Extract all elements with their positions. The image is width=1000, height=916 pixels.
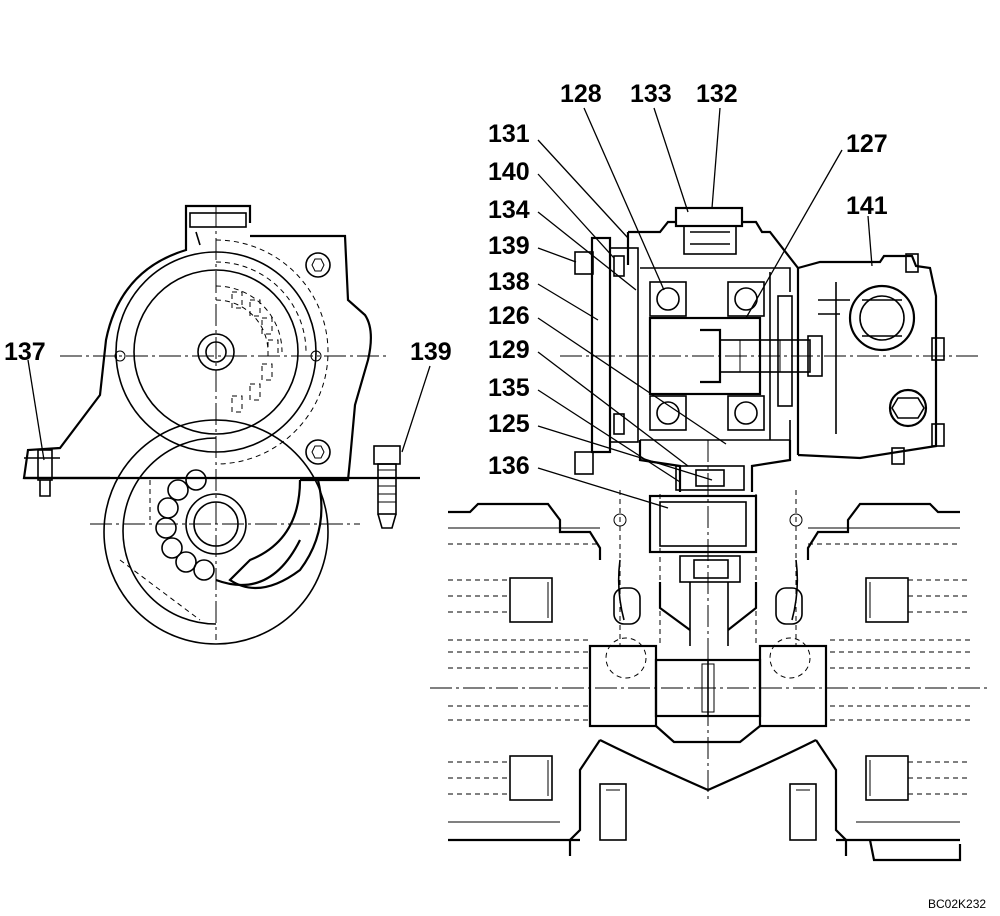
- callout-141: 141: [846, 192, 888, 220]
- callout-131: 131: [488, 120, 530, 148]
- callout-140: 140: [488, 158, 530, 186]
- left-view: [22, 204, 420, 645]
- right-view: [430, 206, 990, 862]
- callout-135: 135: [488, 374, 530, 402]
- callout-129: 129: [488, 336, 530, 364]
- callout-139-right: 139: [488, 232, 530, 260]
- callout-137: 137: [4, 338, 46, 366]
- callout-133: 133: [630, 80, 672, 108]
- callout-127: 127: [846, 130, 888, 158]
- callout-128: 128: [560, 80, 602, 108]
- callout-138: 138: [488, 268, 530, 296]
- callout-132: 132: [696, 80, 738, 108]
- callout-125: 125: [488, 410, 530, 438]
- callout-136: 136: [488, 452, 530, 480]
- drawing-code: BC02K232: [928, 897, 986, 911]
- callout-139-left: 139: [410, 338, 452, 366]
- callout-labels: 137 139 128 133 132 131 127 140 141 134 …: [4, 80, 888, 480]
- callout-126: 126: [488, 302, 530, 330]
- leader-lines: [27, 107, 873, 509]
- callout-134: 134: [488, 196, 530, 224]
